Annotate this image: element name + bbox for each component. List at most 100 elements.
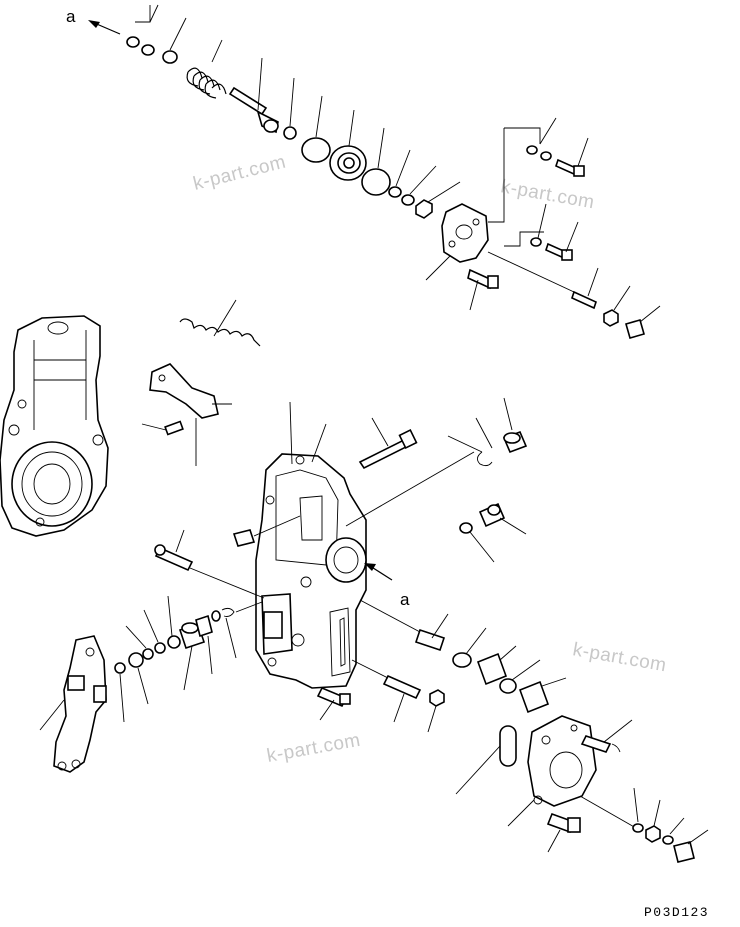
leader-sleeve-1 xyxy=(499,645,517,661)
washer-5 xyxy=(401,194,415,206)
cap-cover-bottom xyxy=(673,841,695,863)
leader-nut-stud-long xyxy=(427,705,437,733)
long-bolt-top xyxy=(358,438,410,470)
snap-ring xyxy=(477,451,493,467)
leader-nut-top xyxy=(427,181,461,203)
callout-a-center-arrow xyxy=(369,565,393,581)
lever-arm-boss-2 xyxy=(93,685,107,703)
leader-diaphragm xyxy=(348,109,355,147)
watermarks: k-part.com k-part.com k-part.com k-part.… xyxy=(191,152,668,767)
leader-bolt-under-cover xyxy=(469,279,479,311)
housing-block xyxy=(263,611,283,639)
ring-left xyxy=(211,610,221,622)
diaphragm xyxy=(329,145,367,181)
leader-nut-cover-bottom xyxy=(653,799,661,827)
leader-o-ring-large-1 xyxy=(315,95,323,138)
o-ring-small xyxy=(283,126,297,140)
washer-3 xyxy=(162,50,178,64)
leader-end-cover xyxy=(507,799,535,827)
washer-cover-3 xyxy=(530,237,542,247)
leader-washer-bracket-2 xyxy=(149,4,159,23)
bolt-end-cover xyxy=(580,735,612,753)
figure-code: P03D123 xyxy=(644,905,709,920)
leader-o-ring-plug xyxy=(475,417,493,449)
axis-stud-bolt xyxy=(359,599,421,633)
small-cover xyxy=(441,203,489,263)
governor-lever-upper xyxy=(141,299,261,466)
leader-washer-left-2 xyxy=(137,667,149,705)
washer-cover-2 xyxy=(540,151,552,161)
end-cover xyxy=(527,715,597,807)
valve-spring xyxy=(186,67,227,99)
leader-snap-ring xyxy=(447,435,483,453)
leader-washer-cover xyxy=(539,117,557,145)
right-parts-chain xyxy=(316,599,567,733)
stud-bolt xyxy=(414,628,446,652)
leader-sleeve-2 xyxy=(541,677,567,687)
axis-stud-long xyxy=(351,659,389,679)
nut-cover-bottom xyxy=(645,825,661,843)
watermark-3: k-part.com xyxy=(571,639,668,676)
valve-plunger xyxy=(228,86,279,134)
leader-bushing-left xyxy=(183,645,193,691)
leader-plug-top xyxy=(503,397,513,431)
axis-line-upper xyxy=(345,451,475,527)
bolt-cover-1 xyxy=(555,158,577,176)
axis-bolt-small-left xyxy=(253,515,301,537)
small-washer-2 xyxy=(141,44,155,56)
washer-left-1 xyxy=(114,662,126,674)
leader-washer-cover-3 xyxy=(537,203,547,239)
lever-pin xyxy=(164,420,184,436)
leader-cap-cover-bottom xyxy=(687,829,709,845)
washer-4 xyxy=(388,186,402,198)
washer-cover-bottom xyxy=(632,823,644,833)
leader-tension-spring xyxy=(213,299,237,337)
axis-clip-left xyxy=(235,601,263,613)
collar-left xyxy=(195,614,213,638)
sleeve-2 xyxy=(518,680,550,714)
small-washer-1 xyxy=(126,36,140,48)
axis-long-bolt-left xyxy=(189,567,265,599)
tension-spring xyxy=(179,318,261,347)
nut-right xyxy=(603,309,619,327)
lever-plate xyxy=(149,363,219,419)
leader-washer-4 xyxy=(395,149,411,187)
leader-washer-chain xyxy=(465,627,487,655)
watermark-1: k-part.com xyxy=(191,152,288,195)
leader-washer-left-1 xyxy=(119,673,125,723)
stud-long xyxy=(382,674,422,700)
axis-line-right xyxy=(487,251,575,293)
leader-small-cover xyxy=(425,255,451,281)
leader-bolt-bottom xyxy=(319,699,335,721)
watermark-4: k-part.com xyxy=(265,730,362,767)
leader-stud-bolt xyxy=(431,613,449,639)
leader-bolt-end-cover xyxy=(603,719,633,743)
callout-a-top: a xyxy=(66,7,121,35)
bracket-line-top xyxy=(504,127,541,144)
callout-a-top-label: a xyxy=(66,7,76,26)
clip-left xyxy=(221,607,235,617)
o-ring-large-1 xyxy=(301,137,331,163)
leader-washer-chain-2 xyxy=(511,659,541,681)
washer-left-5 xyxy=(167,635,181,649)
center-fasteners xyxy=(154,397,528,599)
top-valve-assembly xyxy=(126,4,461,219)
main-pump-housing xyxy=(255,401,367,689)
bolt-small-left xyxy=(232,529,256,547)
leader-washer-5 xyxy=(409,165,437,195)
leader-gasket-oval xyxy=(455,745,501,795)
leader-fitting-right xyxy=(499,517,527,535)
leader-washer-fitting xyxy=(469,531,495,563)
leader-bolt-cover-2 xyxy=(565,221,579,253)
callout-a-top-arrowhead xyxy=(88,20,100,28)
leader-lever-pin xyxy=(141,423,167,431)
leader-collar-left xyxy=(207,635,213,675)
long-bolt-top-head xyxy=(398,429,418,449)
leader-long-bolt-top xyxy=(371,417,389,447)
o-ring-large-2 xyxy=(361,168,391,196)
leader-spring xyxy=(211,39,223,63)
leader-housing-gasket xyxy=(289,401,293,465)
leader-o-ring-large-2 xyxy=(377,127,385,169)
callout-a-center-arrowhead xyxy=(364,563,376,571)
